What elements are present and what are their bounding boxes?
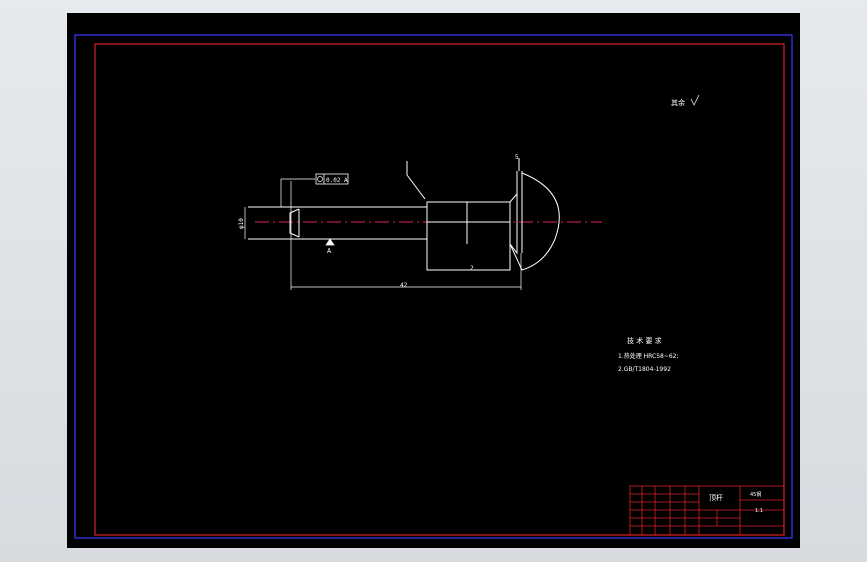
tolerance-text: 0.02 A (326, 177, 348, 184)
tech-req-line2: 2.GB/T1804-1992 (618, 366, 671, 373)
roughness-symbol-icon (690, 94, 700, 106)
dim-shank-dia: φ10 (238, 218, 245, 229)
outer-frame (74, 34, 793, 539)
dim-total-length: 42 (400, 282, 408, 289)
surface-finish-note: 其余 (671, 98, 685, 107)
inner-frame (94, 43, 785, 536)
tech-req-line1: 1.热处理 HRC58~62; (618, 352, 679, 360)
drawing-sheet[interactable]: 0.02 A φ10 A 2 42 5 其余 技 术 要 求 1.热处理 HRC… (67, 13, 800, 548)
title-part-name: 顶杆 (709, 493, 723, 502)
dim-length-small: 2 (470, 265, 474, 272)
dim-datum-a: A (327, 247, 332, 255)
tech-req-heading: 技 术 要 求 (627, 336, 662, 345)
dimension-lines (244, 178, 522, 290)
title-block (629, 485, 785, 536)
drawing-canvas: 0.02 A φ10 A 2 42 5 其余 技 术 要 求 1.热处理 HRC… (74, 34, 793, 539)
title-scale: 1:1 (755, 508, 763, 514)
dim-flange: 5 (515, 154, 519, 161)
title-material: 45钢 (750, 491, 761, 498)
part-outline (248, 158, 560, 271)
tolerance-frame: 0.02 A (315, 173, 349, 185)
